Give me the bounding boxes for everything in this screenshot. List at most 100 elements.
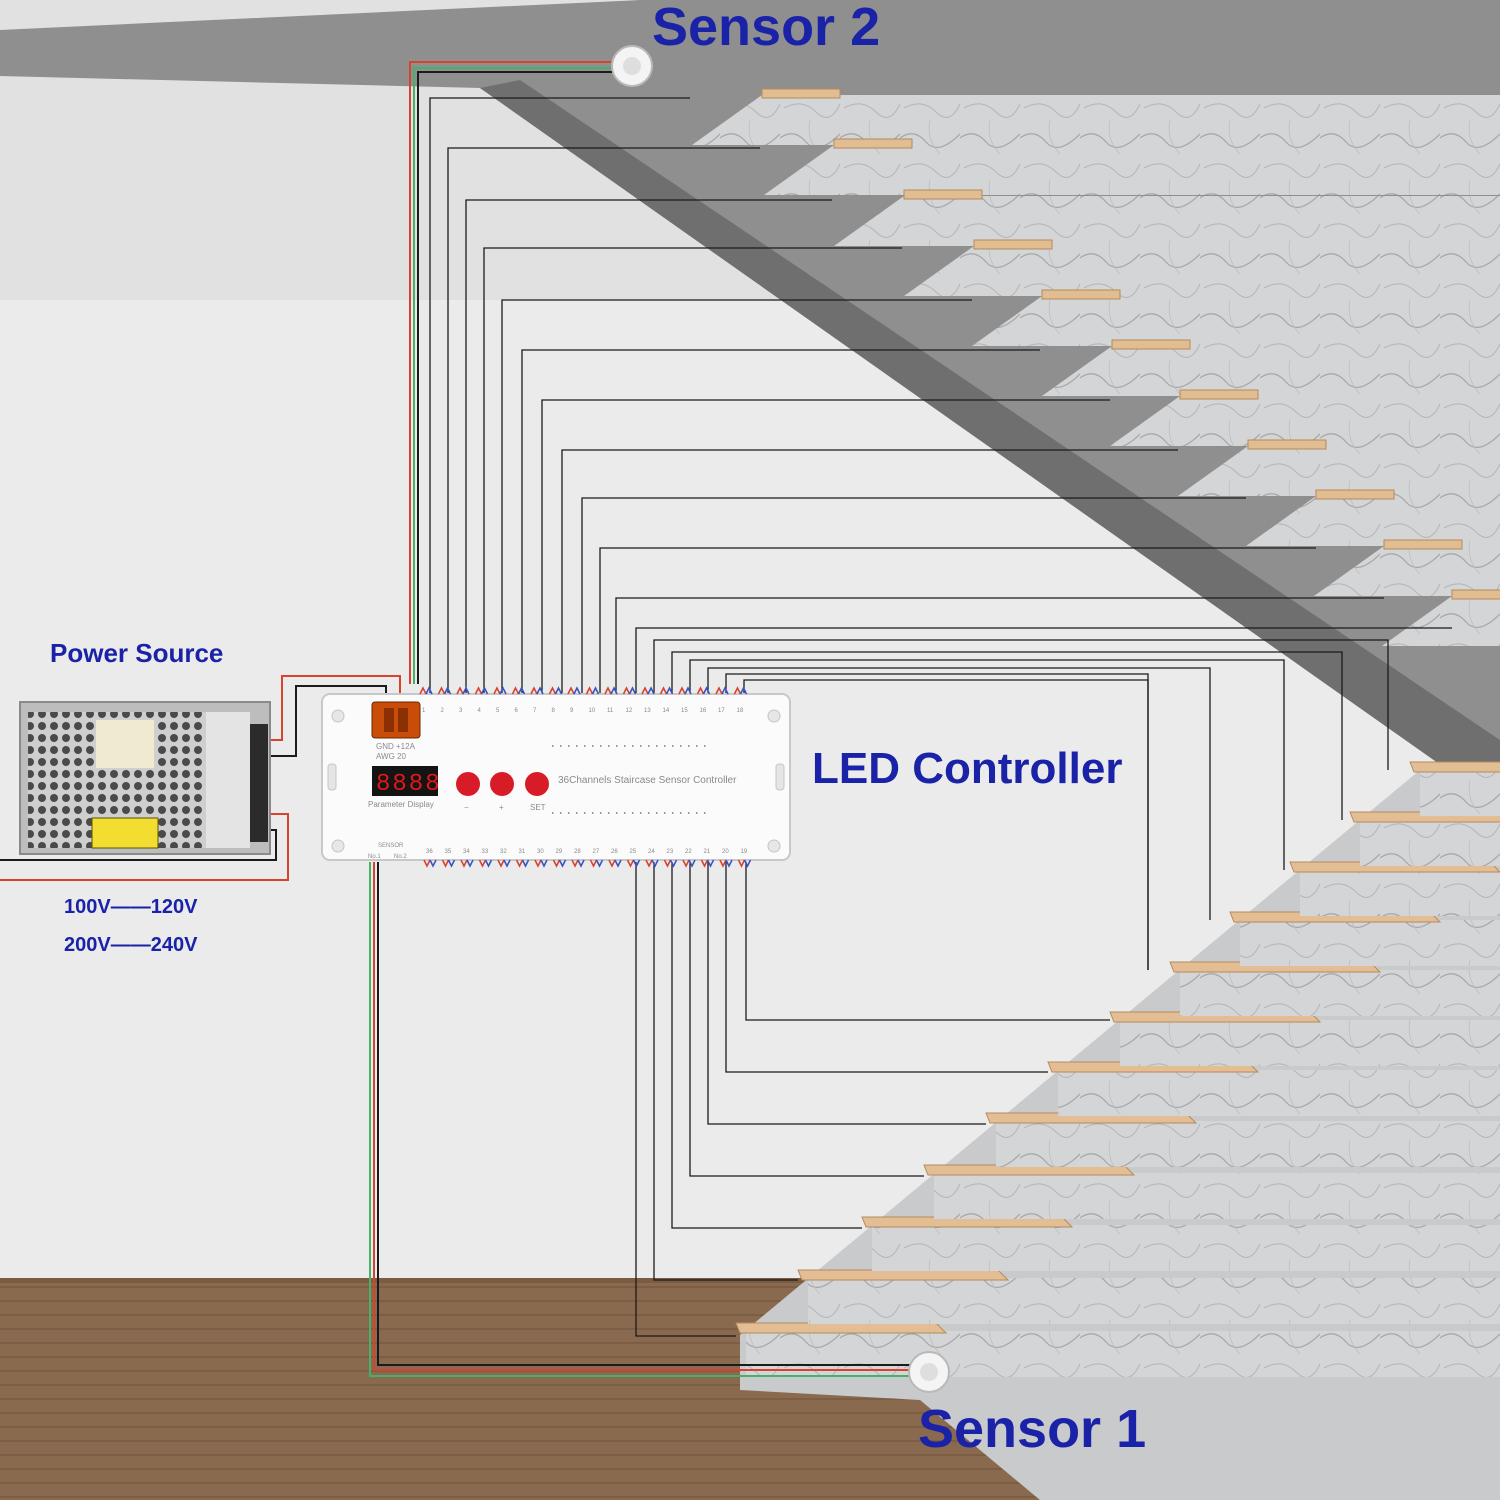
- terminal-red: [534, 859, 542, 868]
- terminal-blue: [743, 859, 752, 868]
- channel-wire: [483, 247, 902, 694]
- channel-number: 1: [422, 708, 426, 714]
- upper-stair-riser: [1178, 446, 1500, 496]
- channel-wire: [429, 97, 690, 694]
- channel-wire: [615, 597, 1384, 694]
- channel-number: 24: [648, 849, 655, 855]
- channel-number: 8: [552, 708, 556, 714]
- channel-number: 4: [478, 708, 482, 714]
- terminal-blue: [462, 686, 470, 695]
- channel-wire: [707, 862, 986, 1125]
- channel-number: 7: [533, 708, 537, 714]
- terminal-blue: [480, 686, 489, 695]
- upper-stair-riser: [972, 296, 1500, 346]
- lower-stair-tread: [1409, 761, 1500, 773]
- upper-stair-riser: [834, 196, 1500, 246]
- parameter-display: [372, 766, 438, 796]
- set-button[interactable]: [525, 772, 549, 796]
- channel-number: 34: [463, 849, 470, 855]
- minus-button[interactable]: [456, 772, 480, 796]
- channel-number: 15: [681, 708, 688, 714]
- voltage-high-label: 200V——240V: [64, 934, 198, 956]
- lower-stair-riser: [996, 1121, 1500, 1167]
- channel-number: 21: [704, 849, 711, 855]
- terminal-blue: [706, 859, 715, 868]
- terminal-red: [567, 686, 575, 695]
- channel-wire: [501, 299, 972, 694]
- channel-number: 19: [741, 849, 748, 855]
- upper-staircase: [0, 0, 1500, 775]
- terminal-blue: [521, 859, 530, 868]
- terminal-blue: [573, 686, 581, 695]
- lower-stair-riser: [1058, 1070, 1500, 1116]
- channel-wires-lower: [635, 862, 1110, 1337]
- terminal-red: [493, 686, 501, 695]
- controller-box: GND +12A AWG 20 8888 Parameter Display −…: [321, 686, 791, 868]
- channel-number: 12: [626, 708, 633, 714]
- upper-stair-tread: [1247, 439, 1327, 450]
- sensor-2: [611, 45, 653, 87]
- channel-wire: [689, 659, 1285, 870]
- voltage-low-label: 100V——120V: [64, 896, 198, 918]
- terminal-red: [497, 859, 505, 868]
- channel-number: 25: [630, 849, 637, 855]
- channel-number: 20: [722, 849, 729, 855]
- terminal-blue: [725, 859, 733, 868]
- terminal-blue: [443, 686, 452, 695]
- terminal-blue: [499, 686, 507, 695]
- upper-stair-underside: [480, 80, 1500, 775]
- upper-stair-tread: [903, 189, 983, 200]
- terminal-blue: [669, 859, 678, 868]
- minus-button-label: −: [464, 803, 469, 812]
- lower-stair-riser: [1180, 970, 1500, 1016]
- terminal-red: [608, 859, 616, 868]
- upper-stair-tread: [761, 88, 841, 99]
- channel-wire: [653, 639, 1389, 770]
- channel-wire: [689, 862, 924, 1177]
- terminal-blue: [684, 686, 692, 695]
- terminal-red: [552, 859, 561, 868]
- channel-wire: [521, 349, 1040, 694]
- upper-stair-riser: [1246, 496, 1500, 546]
- terminal-red: [700, 859, 709, 868]
- lower-stair-steps: [735, 761, 1500, 1377]
- channel-number: 14: [663, 708, 670, 714]
- terminal-blue: [466, 859, 474, 868]
- upper-stair-riser: [1110, 396, 1500, 446]
- psu-terminal-block: [250, 724, 268, 842]
- terminal-red: [515, 859, 524, 868]
- terminal-red: [423, 859, 431, 868]
- terminal-red: [663, 859, 672, 868]
- fuse-text-2: AWG 20: [376, 752, 406, 761]
- terminal-blue: [628, 686, 637, 695]
- terminal-blue: [425, 686, 433, 695]
- power-cable: [0, 675, 401, 881]
- terminal-blue: [614, 859, 622, 868]
- plus-button[interactable]: [490, 772, 514, 796]
- model-text: 36Channels Staircase Sensor Controller: [558, 775, 737, 786]
- terminal-red: [733, 686, 742, 695]
- terminal-blue: [688, 859, 696, 868]
- channel-wire: [465, 199, 832, 694]
- led-controller-label: LED Controller: [812, 744, 1123, 793]
- terminal-red: [678, 686, 686, 695]
- lower-stair-riser: [872, 1225, 1500, 1271]
- channel-number: 33: [482, 849, 489, 855]
- terminal-red: [641, 686, 649, 695]
- lower-stair-tread: [735, 1322, 948, 1334]
- set-button-label: SET: [530, 803, 546, 812]
- psu-spec-panel: [206, 712, 250, 848]
- terminal-red: [659, 686, 668, 695]
- terminal-blue: [554, 686, 563, 695]
- display-caption: Parameter Display: [368, 800, 434, 809]
- channel-number: 23: [667, 849, 674, 855]
- channel-wire: [671, 651, 1343, 820]
- lower-stair-riser: [1360, 820, 1500, 866]
- upper-stair-riser: [1314, 546, 1500, 596]
- channel-number: 11: [607, 708, 614, 714]
- upper-stair-tread: [833, 138, 913, 149]
- channel-wire: [541, 399, 1110, 694]
- psu-warning-label: [91, 817, 159, 849]
- channel-wire: [743, 679, 1149, 970]
